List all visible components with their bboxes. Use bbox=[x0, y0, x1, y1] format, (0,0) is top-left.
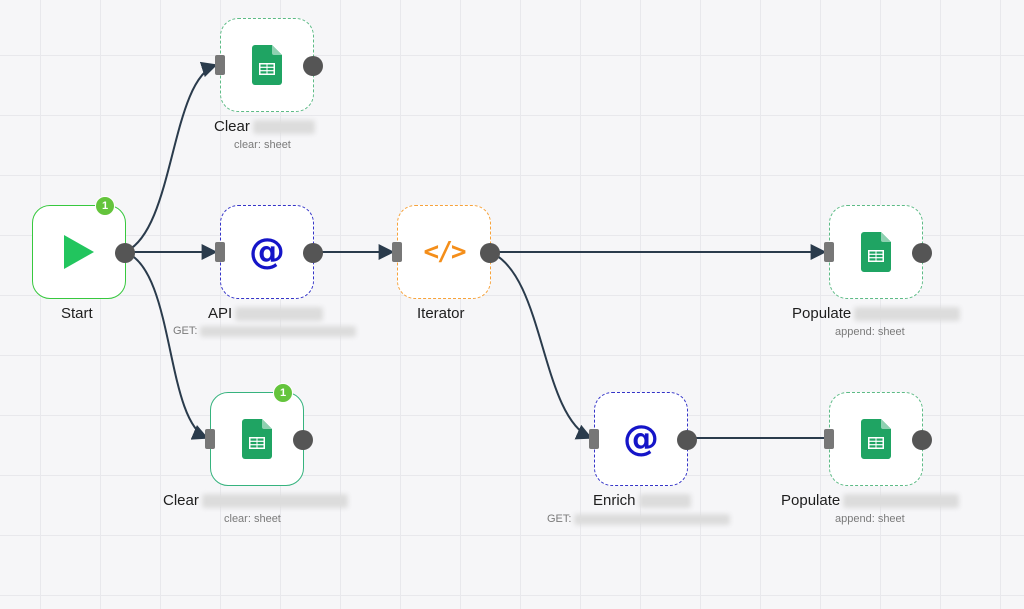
input-port[interactable] bbox=[215, 242, 225, 262]
node-populate-top-label: Populate bbox=[792, 305, 961, 322]
output-port[interactable] bbox=[115, 243, 135, 263]
node-clear-bottom-label: Clear bbox=[163, 492, 348, 509]
node-populate-bottom[interactable] bbox=[824, 392, 932, 486]
output-port[interactable] bbox=[480, 243, 500, 263]
input-port[interactable] bbox=[392, 242, 402, 262]
connection-start-clear-top[interactable] bbox=[124, 61, 218, 253]
input-port[interactable] bbox=[589, 429, 599, 449]
node-start-label: Start bbox=[61, 305, 93, 322]
node-enrich-label: Enrich bbox=[593, 492, 691, 509]
input-port[interactable] bbox=[824, 242, 834, 262]
node-enrich-subtitle: GET: bbox=[547, 513, 731, 525]
execution-count-badge: 1 bbox=[273, 383, 293, 403]
google-sheets-icon bbox=[861, 232, 891, 272]
node-api-subtitle: GET: bbox=[173, 325, 357, 337]
execution-count-badge: 1 bbox=[95, 196, 115, 216]
node-populate-top[interactable] bbox=[824, 205, 932, 299]
google-sheets-icon bbox=[252, 45, 282, 85]
output-port[interactable] bbox=[303, 243, 323, 263]
output-port[interactable] bbox=[303, 56, 323, 76]
output-port[interactable] bbox=[912, 430, 932, 450]
input-port[interactable] bbox=[205, 429, 215, 449]
node-clear-top[interactable] bbox=[215, 18, 323, 112]
output-port[interactable] bbox=[293, 430, 313, 450]
node-api-label: API bbox=[208, 305, 324, 322]
node-populate-top-subtitle: append: sheet bbox=[835, 326, 905, 338]
node-clear-bottom[interactable]: 1 bbox=[205, 383, 313, 486]
connection-start-clear-bottom[interactable] bbox=[124, 251, 209, 440]
at-icon: @ bbox=[249, 231, 285, 273]
output-port[interactable] bbox=[912, 243, 932, 263]
input-port[interactable] bbox=[824, 429, 834, 449]
node-clear-bottom-subtitle: clear: sheet bbox=[224, 513, 281, 525]
node-enrich[interactable]: @ bbox=[589, 392, 697, 486]
google-sheets-icon bbox=[242, 419, 272, 459]
node-clear-top-subtitle: clear: sheet bbox=[234, 139, 291, 151]
code-icon: </> bbox=[423, 237, 467, 267]
node-populate-bottom-label: Populate bbox=[781, 492, 960, 509]
node-clear-top-label: Clear bbox=[214, 118, 315, 135]
google-sheets-icon bbox=[861, 419, 891, 459]
connection-iterator-enrich[interactable] bbox=[489, 251, 593, 440]
node-iterator-label: Iterator bbox=[417, 305, 465, 322]
play-icon bbox=[64, 235, 94, 269]
output-port[interactable] bbox=[677, 430, 697, 450]
node-iterator[interactable]: </> bbox=[392, 205, 500, 299]
node-api[interactable]: @ bbox=[215, 205, 323, 299]
node-start[interactable]: 1 bbox=[32, 196, 135, 299]
input-port[interactable] bbox=[215, 55, 225, 75]
node-populate-bottom-subtitle: append: sheet bbox=[835, 513, 905, 525]
at-icon: @ bbox=[623, 418, 659, 460]
